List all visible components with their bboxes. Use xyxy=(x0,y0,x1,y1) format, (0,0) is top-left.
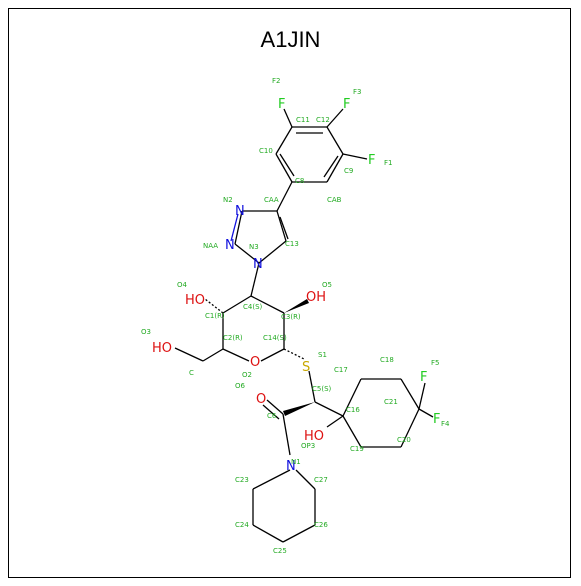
label-n2: N2 xyxy=(223,196,233,204)
label-f3: F3 xyxy=(353,88,361,96)
label-c3r: C3(R) xyxy=(281,313,301,321)
label-c25: C25 xyxy=(273,547,287,555)
label-c17: C17 xyxy=(334,366,348,374)
label-o3: O3 xyxy=(141,328,151,336)
atom-f-c9: F xyxy=(368,153,375,168)
label-c1r: C1(R) xyxy=(205,312,225,320)
label-c9: C9 xyxy=(344,167,353,175)
label-c24: C24 xyxy=(235,521,249,529)
label-c12: C12 xyxy=(316,116,330,124)
label-f1: F1 xyxy=(384,159,392,167)
label-cab: CAB xyxy=(327,196,342,204)
label-f4: F4 xyxy=(441,420,450,428)
atom-o4: HO xyxy=(185,293,205,308)
label-c5s: C5(S) xyxy=(312,385,332,393)
label-s1: S1 xyxy=(318,351,327,359)
atom-symbols: F F F N N N HO OH HO O S O HO F F N xyxy=(152,97,440,474)
atom-o3: HO xyxy=(152,341,172,356)
molecule-diagram: F F F N N N HO OH HO O S O HO F F N F2 F… xyxy=(141,77,450,555)
label-c20: C20 xyxy=(397,436,411,444)
atom-s1: S xyxy=(302,360,310,375)
bond-lines xyxy=(174,108,434,543)
label-c13: C13 xyxy=(285,240,299,248)
label-c23: C23 xyxy=(235,476,249,484)
atom-n2: N xyxy=(235,204,245,219)
atom-n1: N xyxy=(286,459,296,474)
label-n3: N3 xyxy=(249,243,259,251)
label-c26: C26 xyxy=(314,521,328,529)
label-c21: C21 xyxy=(384,398,398,406)
atom-n3: N xyxy=(253,257,263,272)
atom-f-c11: F xyxy=(278,97,285,112)
label-c: C xyxy=(189,369,194,377)
label-o2: O2 xyxy=(242,371,252,379)
label-c16: C16 xyxy=(346,406,360,414)
label-naa: NAA xyxy=(203,242,218,250)
label-caa: CAA xyxy=(264,196,279,204)
label-o6: O6 xyxy=(235,382,246,390)
structure-frame: A1JIN xyxy=(8,8,571,578)
label-c10: C10 xyxy=(259,147,273,155)
label-c4s: C4(S) xyxy=(243,303,263,311)
atom-op3: HO xyxy=(304,429,324,444)
atom-naa: N xyxy=(225,238,235,253)
label-o4: O4 xyxy=(177,281,188,289)
label-c14s: C14(S) xyxy=(263,334,287,342)
label-n1: N1 xyxy=(291,458,301,466)
label-c18: C18 xyxy=(380,356,394,364)
label-c27: C27 xyxy=(314,476,328,484)
label-o5: O5 xyxy=(322,281,332,289)
atom-f-c12: F xyxy=(343,97,350,112)
label-c6: C6 xyxy=(267,412,277,420)
atom-f-c21a: F xyxy=(420,370,427,385)
label-f2: F2 xyxy=(272,77,280,85)
label-f5: F5 xyxy=(431,359,439,367)
label-c2r: C2(R) xyxy=(223,334,243,342)
label-c19: C19 xyxy=(350,445,364,453)
atom-o5: OH xyxy=(306,290,326,305)
atom-f-c21b: F xyxy=(433,412,440,427)
atom-labels: F2 F3 F1 C11 C12 C10 C9 C8 CAA CAB N2 NA… xyxy=(141,77,450,555)
atom-o6: O xyxy=(256,392,266,407)
atom-o2: O xyxy=(250,355,260,370)
page-title: A1JIN xyxy=(260,27,321,52)
label-c8: C8 xyxy=(295,177,304,185)
label-c11: C11 xyxy=(296,116,310,124)
label-op3: OP3 xyxy=(301,442,315,450)
